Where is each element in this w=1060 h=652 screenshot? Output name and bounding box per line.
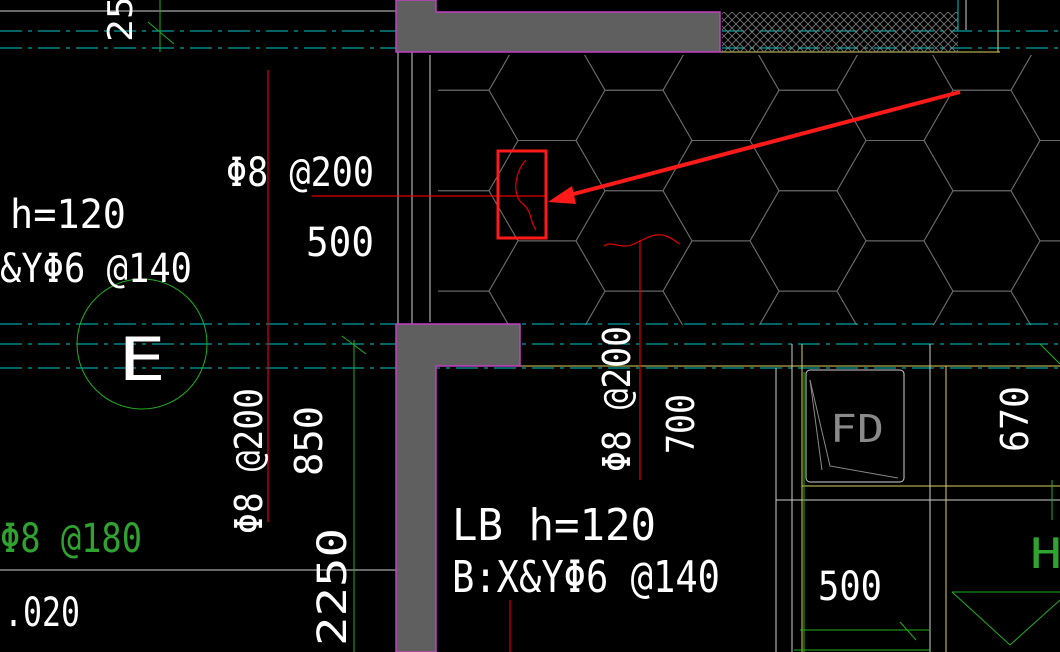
rebar-vert-mid-label: Φ8 @200 [595, 326, 639, 472]
rebar-left-len: 500 [306, 220, 374, 266]
hex-cell [932, 290, 1032, 325]
slab-main-bars: B:X&YΦ6 @140 [452, 552, 720, 603]
rebar-vert-left-len: 850 [287, 406, 331, 476]
dim-top-25: 25 [101, 0, 141, 42]
rebar-lines [267, 70, 681, 652]
rebar-vert-left-label: Φ8 @200 [227, 388, 271, 534]
hex-cell [836, 55, 954, 141]
hex-cell [662, 240, 780, 325]
fd-box [805, 369, 905, 483]
slab-left-h: h=120 [10, 192, 126, 238]
green-rebar-label: Φ8 @180 [0, 516, 142, 562]
hex-cell [438, 89, 519, 192]
fd-label: FD [830, 407, 884, 451]
wall-mid [395, 323, 521, 652]
dim-right-670: 670 [993, 386, 1037, 452]
dim-right-500: 500 [818, 564, 882, 610]
rebar-vert-mid-len: 700 [659, 394, 703, 454]
axis-circle [76, 278, 208, 410]
red-arrow-icon [548, 90, 961, 204]
rebar-left-label: Φ8 @200 [226, 150, 374, 196]
hex-cell [749, 190, 867, 292]
partial-right-label: H [1030, 529, 1060, 578]
axis-marker-e: E [118, 325, 166, 395]
hex-cell [758, 290, 858, 325]
hex-cell [1010, 240, 1060, 325]
slab-left-bars: &YΦ6 @140 [0, 246, 192, 292]
hex-cell [438, 190, 519, 292]
crosshatch-strip [722, 12, 958, 52]
hex-cell [1011, 0, 1060, 40]
axis-lines [0, 30, 1060, 369]
hex-cell [749, 89, 867, 192]
hex-cell [836, 240, 954, 325]
hex-cell [575, 89, 693, 192]
dimension-lines [76, 0, 1060, 652]
hex-cell [923, 89, 1041, 192]
walls [395, 0, 721, 652]
wall-top [395, 0, 721, 53]
hex-cell [1010, 55, 1060, 141]
hex-cell [1010, 140, 1060, 242]
hex-cell [836, 140, 954, 242]
hex-hatch-pattern [438, 0, 1060, 325]
red-highlight-box-icon [496, 149, 548, 240]
dim-left-2250: 2250 [310, 528, 356, 646]
hex-cell [488, 55, 606, 141]
hex-cell [662, 55, 780, 141]
elevation-label: .020 [4, 590, 80, 636]
hex-cell [923, 190, 1041, 292]
slab-main-label: LB h=120 [452, 500, 656, 551]
